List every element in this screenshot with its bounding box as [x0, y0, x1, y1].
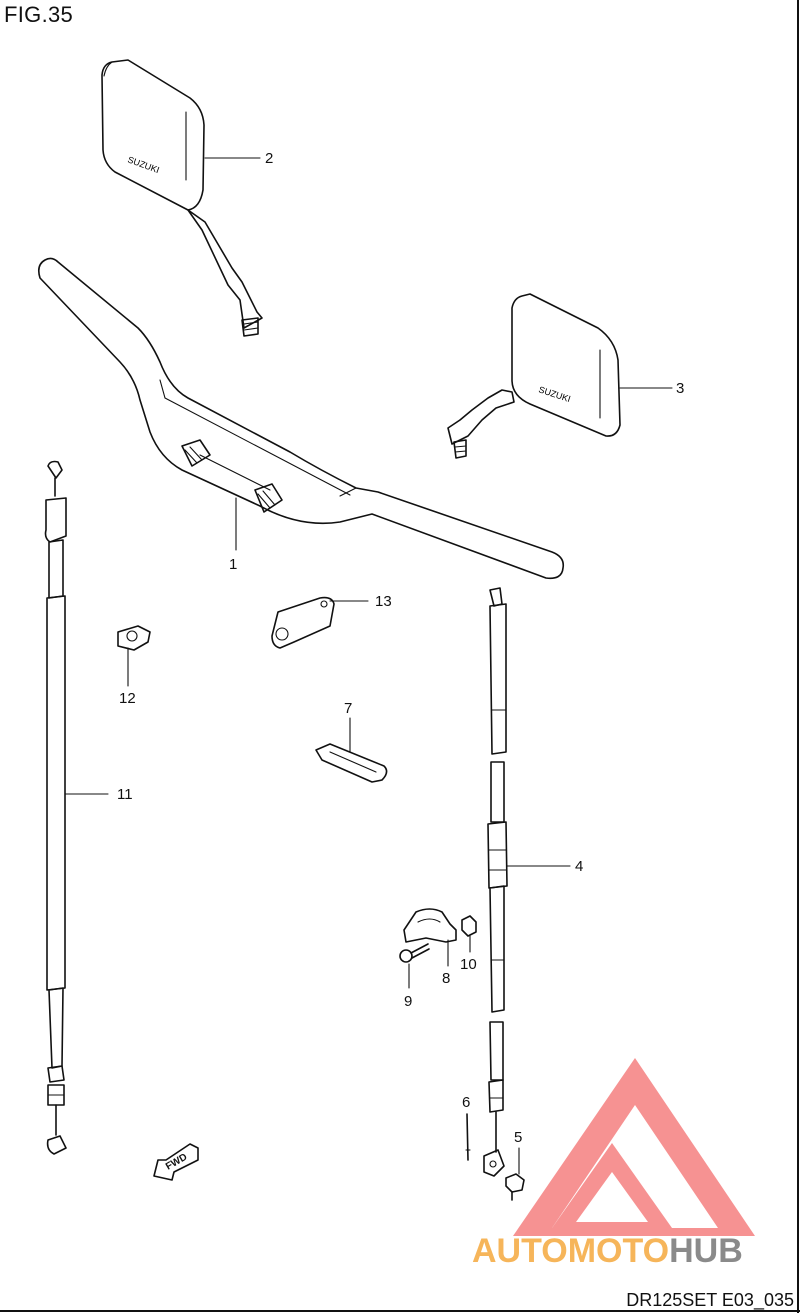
part-3-right-mirror: SUZUKI	[447, 293, 621, 459]
watermark-logo: AUTOMOTOHUB	[472, 1058, 755, 1270]
part-11-cable-left	[44, 460, 67, 1155]
part-4-cable-right	[483, 587, 508, 1177]
part-7-band	[315, 743, 388, 783]
part-1-handlebar	[38, 257, 565, 580]
svg-text:3: 3	[676, 380, 684, 397]
callout-8: 8	[442, 939, 450, 987]
fwd-arrow: FWD	[153, 1143, 199, 1181]
mirror-brand-left: SUZUKI	[126, 154, 160, 175]
part-12-clamp	[117, 625, 151, 651]
svg-text:12: 12	[119, 690, 136, 707]
svg-text:4: 4	[575, 858, 583, 875]
svg-text:AUTOMOTOHUB: AUTOMOTOHUB	[472, 1232, 743, 1270]
part-10-nut	[461, 915, 477, 937]
part-8-clamp	[403, 908, 457, 943]
callout-9: 9	[404, 963, 412, 1010]
part-5-bolt	[505, 1173, 525, 1201]
watermark-auto: AUTO	[472, 1232, 568, 1270]
svg-text:10: 10	[460, 956, 477, 973]
svg-text:5: 5	[514, 1129, 522, 1146]
svg-text:8: 8	[442, 970, 450, 987]
figure-code: DR125SET E03_035	[626, 1290, 794, 1310]
svg-text:9: 9	[404, 993, 412, 1010]
callout-13: 13	[329, 593, 392, 610]
part-13-bracket	[271, 596, 335, 649]
svg-text:1: 1	[229, 556, 237, 573]
part-2-left-mirror: SUZUKI	[101, 59, 263, 337]
watermark-hub: HUB	[669, 1232, 743, 1270]
svg-text:2: 2	[265, 150, 273, 167]
callout-1: 1	[229, 497, 237, 573]
callout-11: 11	[64, 786, 133, 803]
svg-text:13: 13	[375, 593, 392, 610]
part-9-screw	[399, 943, 430, 963]
callout-4: 4	[506, 858, 583, 875]
callout-6: 6	[462, 1094, 470, 1111]
callout-7: 7	[344, 700, 352, 753]
mirror-brand-right: SUZUKI	[537, 384, 571, 404]
svg-text:6: 6	[462, 1094, 470, 1111]
callout-5: 5	[514, 1129, 522, 1175]
fwd-label: FWD	[164, 1152, 189, 1173]
part-6-pin	[465, 1113, 471, 1161]
callout-10: 10	[460, 935, 477, 973]
callout-2: 2	[204, 150, 273, 167]
callout-3: 3	[619, 380, 684, 397]
svg-text:7: 7	[344, 700, 352, 717]
figure-title: FIG.35	[4, 2, 74, 27]
callout-12: 12	[119, 647, 136, 707]
watermark-moto: MOTO	[568, 1232, 669, 1270]
svg-text:11: 11	[117, 786, 133, 803]
